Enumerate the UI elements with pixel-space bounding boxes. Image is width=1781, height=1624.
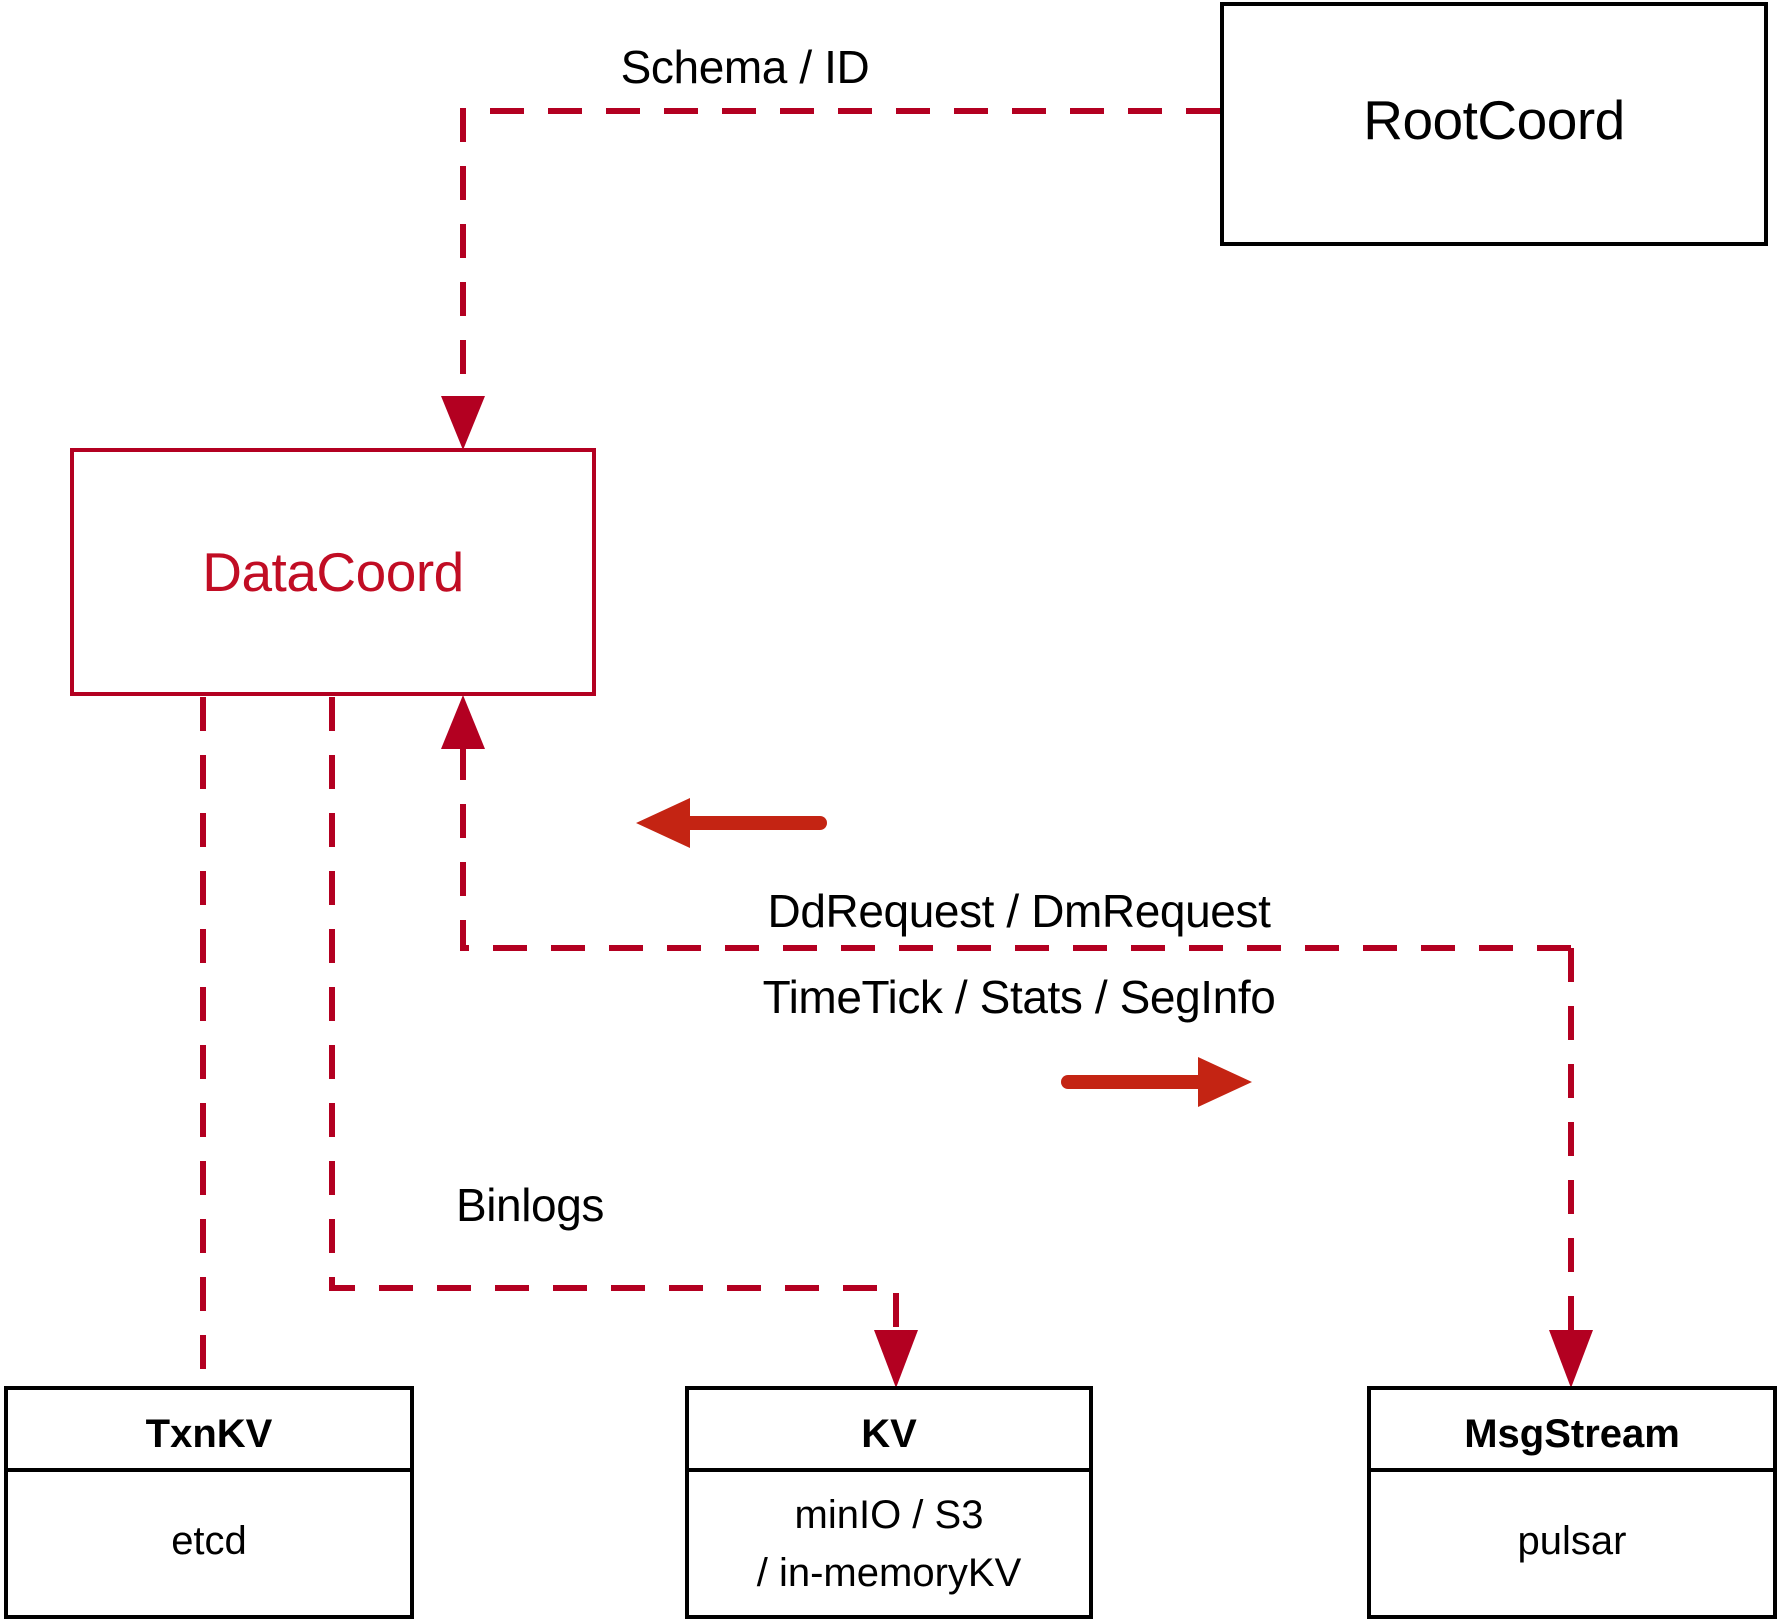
edge-label-timetick-stats-seginfo: TimeTick / Stats / SegInfo [762, 971, 1276, 1023]
node-txnkv-divider [8, 1468, 410, 1472]
edge-label-schema-id: Schema / ID [620, 41, 870, 93]
edge-label-binlogs: Binlogs [455, 1179, 605, 1231]
node-msgstream-header: MsgStream [1464, 1412, 1680, 1456]
node-kv[interactable]: KV minIO / S3 / in-memoryKV [685, 1386, 1093, 1619]
node-kv-divider [689, 1468, 1089, 1472]
arrowhead-into-datacoord [441, 396, 485, 450]
node-rootcoord-label: RootCoord [1363, 89, 1625, 151]
node-datacoord[interactable]: DataCoord [70, 448, 596, 696]
node-txnkv-header: TxnKV [145, 1412, 273, 1456]
direction-arrow-right [1061, 1057, 1252, 1107]
node-datacoord-label: DataCoord [202, 541, 464, 603]
node-msgstream-divider [1371, 1468, 1773, 1472]
node-kv-body-line1: minIO / S3 [794, 1493, 984, 1537]
node-msgstream-body: pulsar [1517, 1519, 1627, 1563]
edge-msgstream-route [441, 695, 1593, 1388]
node-rootcoord[interactable]: RootCoord [1220, 2, 1768, 246]
node-txnkv-body: etcd [171, 1519, 247, 1563]
arrowhead-into-kv [874, 1330, 918, 1388]
edge-binlogs [329, 697, 918, 1388]
node-txnkv[interactable]: TxnKV etcd [4, 1386, 414, 1619]
node-msgstream[interactable]: MsgStream pulsar [1367, 1386, 1777, 1619]
arrowhead-into-msgstream [1549, 1330, 1593, 1388]
edge-label-ddrequest-dmrequest: DdRequest / DmRequest [767, 885, 1271, 937]
direction-arrow-left [636, 798, 827, 848]
arrowhead-into-datacoord-bottom [441, 695, 485, 749]
node-kv-body-line2: / in-memoryKV [756, 1551, 1022, 1595]
node-kv-header: KV [861, 1412, 917, 1456]
edge-schema-id [441, 108, 1220, 450]
